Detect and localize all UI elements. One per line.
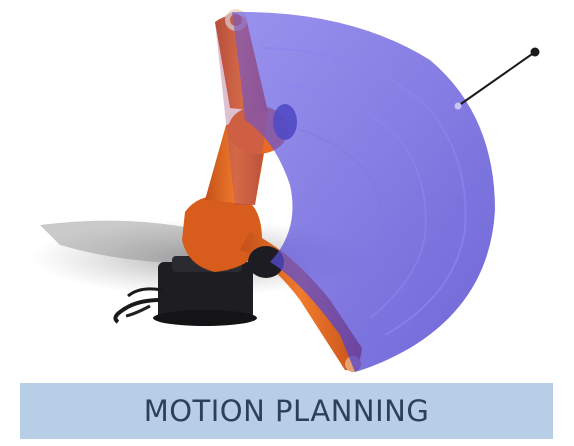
robot-scene-svg [30, 9, 540, 373]
pointer-end-dot [530, 47, 540, 57]
arm-overlay-tint [215, 12, 268, 205]
caption-title: MOTION PLANNING [143, 394, 430, 428]
envelope-contour-inner [281, 84, 427, 319]
envelope-contour-core [299, 129, 382, 266]
workspace-envelope [232, 11, 495, 373]
arm-shadow [40, 220, 230, 264]
pointer-start-dot [454, 102, 462, 110]
caption-banner: MOTION PLANNING [20, 383, 553, 439]
envelope-contour-outer [261, 47, 467, 336]
pointer-line [457, 51, 536, 107]
robot-illustration [30, 9, 540, 373]
